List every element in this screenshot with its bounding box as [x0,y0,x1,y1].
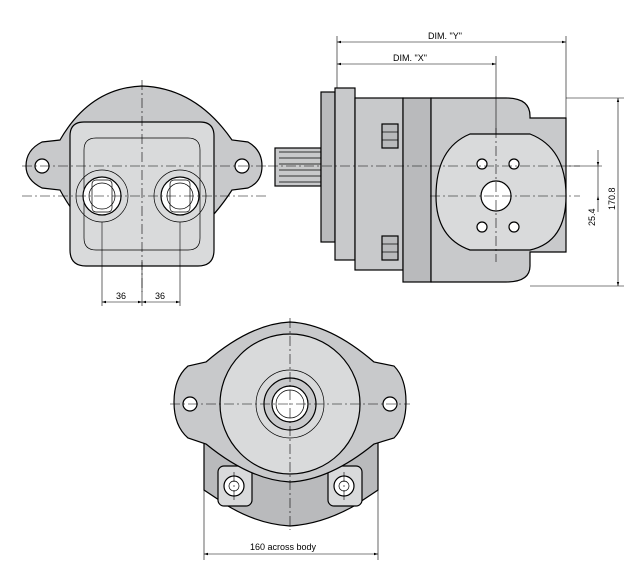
dim-25-4-label: 25.4 [587,208,597,226]
side-view-bottom-bolt [381,235,399,261]
dim-y-label: DIM. "Y" [428,31,462,41]
dim-36-left-label: 36 [116,291,126,301]
dim-160-across-body-label: 160 across body [250,542,317,552]
side-view-shaft [274,147,322,187]
dim-170-8-label: 170.8 [607,187,617,210]
shaft-end-view: 160 across body [170,318,410,560]
dim-x-label: DIM. "X" [393,53,427,63]
side-view-top-bolt [381,123,399,149]
front-view: 36 36 [22,80,266,306]
side-view: DIM. "Y" DIM. "X" 170.8 25.4 [268,31,624,287]
side-view-flange [320,91,336,243]
dim-36-right-label: 36 [155,291,165,301]
